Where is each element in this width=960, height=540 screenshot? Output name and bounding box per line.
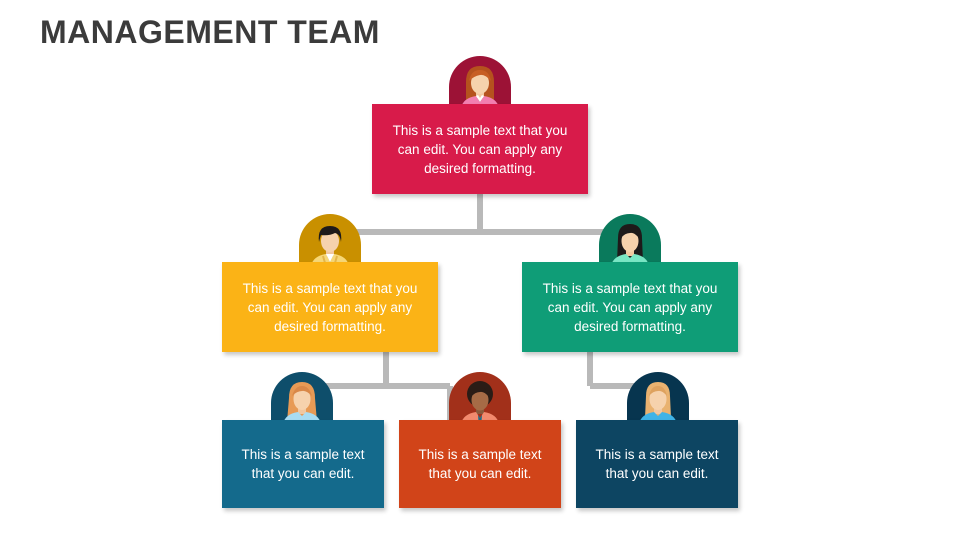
mid-right-node-text: This is a sample text that you can edit.…: [542, 280, 718, 334]
bottom-1-node-box: This is a sample text that you can edit.: [222, 420, 384, 508]
bottom-3-node-text: This is a sample text that you can edit.: [595, 447, 719, 481]
mid-right-node-box: This is a sample text that you can edit.…: [522, 262, 738, 352]
bottom-3-node-box: This is a sample text that you can edit.: [576, 420, 738, 508]
top-node-box: This is a sample text that you can edit.…: [372, 104, 588, 194]
mid-left-node-box: This is a sample text that you can edit.…: [222, 262, 438, 352]
top-node-text: This is a sample text that you can edit.…: [392, 122, 568, 176]
page-title: MANAGEMENT TEAM: [40, 14, 380, 50]
bottom-1-node-text: This is a sample text that you can edit.: [241, 447, 365, 481]
bottom-2-node-text: This is a sample text that you can edit.: [418, 447, 542, 481]
bottom-2-node-box: This is a sample text that you can edit.: [399, 420, 561, 508]
mid-left-node-text: This is a sample text that you can edit.…: [242, 280, 418, 334]
